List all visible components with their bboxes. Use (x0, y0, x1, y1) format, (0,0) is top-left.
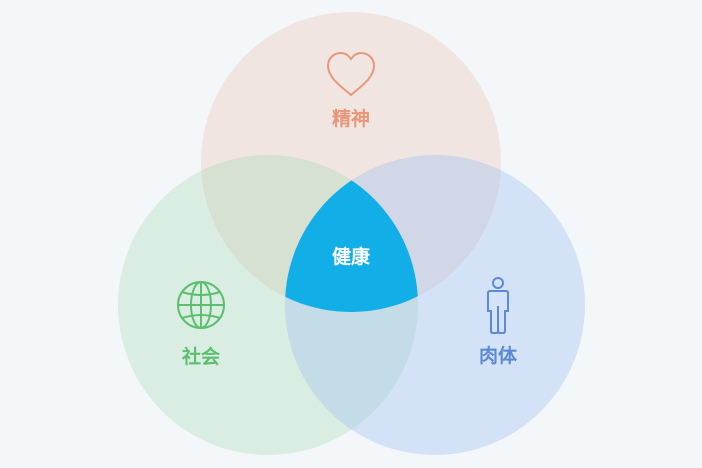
set-label-body: 肉体 (479, 344, 518, 367)
circle-mind (201, 12, 501, 312)
heart-icon (326, 51, 376, 97)
person-icon (487, 277, 509, 334)
set-label-mind: 精神 (332, 107, 370, 130)
center-label-health: 健康 (332, 245, 371, 268)
globe-icon (177, 281, 225, 329)
set-label-social: 社会 (181, 345, 220, 368)
